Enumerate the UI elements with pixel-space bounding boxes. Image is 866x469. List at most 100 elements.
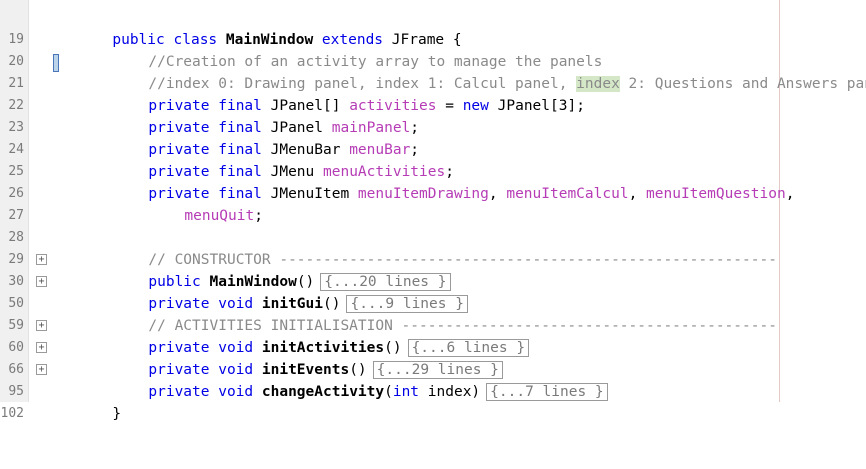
code-text: ; [410, 120, 420, 136]
line-number: 28 [8, 230, 24, 245]
keyword: private void [148, 362, 262, 378]
code-line[interactable]: 59 // ACTIVITIES INITIALISATION --------… [0, 293, 866, 334]
method-name: initActivities [261, 340, 385, 356]
code-text: ( [384, 384, 393, 400]
keyword: private void [148, 340, 262, 356]
line-number: 27 [8, 208, 24, 223]
comment: //index 0: Drawing panel, index 1: Calcu… [148, 76, 577, 92]
expand-fold-icon[interactable]: + [36, 254, 47, 265]
keyword: private final [148, 186, 271, 202]
code-line[interactable]: 24 private final JMenuBar menuBar; [0, 117, 866, 158]
code-line[interactable]: 28 [0, 205, 866, 245]
method-name: changeActivity [261, 384, 385, 400]
comment: // CONSTRUCTOR -------------------------… [148, 252, 779, 268]
field-name: menuActivities [323, 164, 446, 180]
code-text: , [785, 186, 795, 202]
code-line[interactable]: 19 public class MainWindow extends JFram… [0, 7, 866, 48]
code-text: () [349, 362, 367, 378]
method-name: MainWindow [209, 274, 297, 290]
keyword: new [462, 98, 489, 114]
code-line[interactable]: 21 //index 0: Drawing panel, index 1: Ca… [0, 51, 866, 92]
class-name: MainWindow [225, 32, 314, 48]
keyword: private final [148, 120, 271, 136]
keyword: public [148, 274, 210, 290]
expand-fold-icon[interactable]: + [36, 342, 47, 353]
method-name: initEvents [261, 362, 350, 378]
type-name: JPanel [270, 120, 332, 136]
line-number: 21 [8, 76, 24, 91]
type-name: JPanel[] [270, 98, 350, 114]
code-line[interactable]: 60 + private void initActivities() {...6 … [0, 315, 866, 357]
field-name: menuItemCalcul [506, 186, 629, 202]
code-line[interactable]: 66 + private void initEvents(){...29 lin… [0, 337, 866, 379]
code-text: () [323, 296, 341, 312]
line-number: 25 [8, 164, 24, 179]
line-number: 20 [8, 54, 24, 69]
line-number: 95 [8, 384, 24, 399]
line-number: 50 [8, 296, 24, 311]
code-line[interactable]: 27 menuQuit; [0, 183, 866, 224]
keyword: private void [148, 296, 262, 312]
line-number: 60 [8, 340, 24, 355]
line-number: 26 [8, 186, 24, 201]
field-name: mainPanel [331, 120, 411, 136]
code-text: index) [419, 384, 481, 400]
comment: 2: Questions and Answers panel [619, 76, 866, 92]
keyword: private final [148, 98, 271, 114]
code-text: , [628, 186, 647, 202]
code-text: } [112, 406, 122, 422]
code-text: ; [254, 208, 263, 224]
line-number: 29 [8, 252, 24, 267]
code-line[interactable]: 22 private final JPanel[] activities = n… [0, 73, 866, 114]
code-text: () [296, 274, 315, 290]
code-text: JFrame { [391, 32, 462, 48]
line-number: 30 [8, 274, 24, 289]
line-number: 102 [0, 406, 24, 421]
code-text: ; [445, 164, 454, 180]
code-text: ; [410, 142, 420, 158]
type-name: JMenu [270, 164, 323, 180]
line-number-gutter [0, 0, 29, 402]
line-number: 22 [8, 98, 24, 113]
code-line[interactable]: 95 + private void changeActivity(int ind… [0, 359, 866, 401]
code-line[interactable]: 102 } [0, 381, 866, 422]
method-name: initGui [261, 296, 323, 312]
comment: //Creation of an activity array to manag… [148, 54, 603, 70]
field-name: menuItemQuestion [646, 186, 786, 202]
operator: = [436, 98, 463, 114]
expand-fold-icon[interactable]: + [36, 364, 47, 375]
code-line[interactable]: 23 private final JPanel mainPanel; [0, 95, 866, 136]
code-text: , [488, 186, 507, 202]
code-editor[interactable]: 19 public class MainWindow extends JFram… [0, 0, 866, 422]
folded-code-block[interactable]: {...7 lines } [486, 383, 608, 401]
field-name: activities [349, 98, 437, 114]
field-name: menuItemDrawing [357, 186, 489, 202]
folded-code-block[interactable]: {...9 lines } [346, 295, 468, 313]
field-name: menuBar [349, 142, 411, 158]
line-number: 66 [8, 362, 24, 377]
line-number: 59 [8, 318, 24, 333]
right-margin-guide [779, 0, 780, 402]
keyword: private final [148, 142, 271, 158]
field-name: menuQuit [184, 208, 255, 224]
code-line[interactable]: 20 //Creation of an activity array to ma… [0, 29, 866, 70]
folded-code-block[interactable]: {...29 lines } [372, 361, 503, 379]
code-line[interactable]: 26 private final JMenuItem menuItemDrawi… [0, 161, 866, 202]
code-text: JPanel[3]; [488, 98, 585, 114]
comment: // ACTIVITIES INITIALISATION -----------… [148, 318, 779, 334]
code-text: () [384, 340, 402, 356]
code-line[interactable]: 30 + public MainWindow() {...20 lines } [0, 249, 866, 291]
line-number: 24 [8, 142, 24, 157]
line-number: 19 [8, 32, 24, 47]
expand-fold-icon[interactable]: + [36, 320, 47, 331]
keyword: int [392, 384, 420, 400]
current-line-marker [53, 54, 59, 72]
code-line[interactable]: 29 // CONSTRUCTOR ----------------------… [0, 227, 866, 268]
fold-column [29, 0, 53, 402]
type-name: JMenuItem [270, 186, 358, 202]
folded-code-block[interactable]: {...20 lines } [320, 273, 451, 291]
expand-fold-icon[interactable]: + [36, 276, 47, 287]
folded-code-block[interactable]: {...6 lines } [407, 339, 530, 357]
code-line[interactable]: 50 + private void initGui(){...9 lines } [0, 271, 866, 313]
code-line[interactable]: 25 private final JMenu menuActivities; [0, 139, 866, 180]
